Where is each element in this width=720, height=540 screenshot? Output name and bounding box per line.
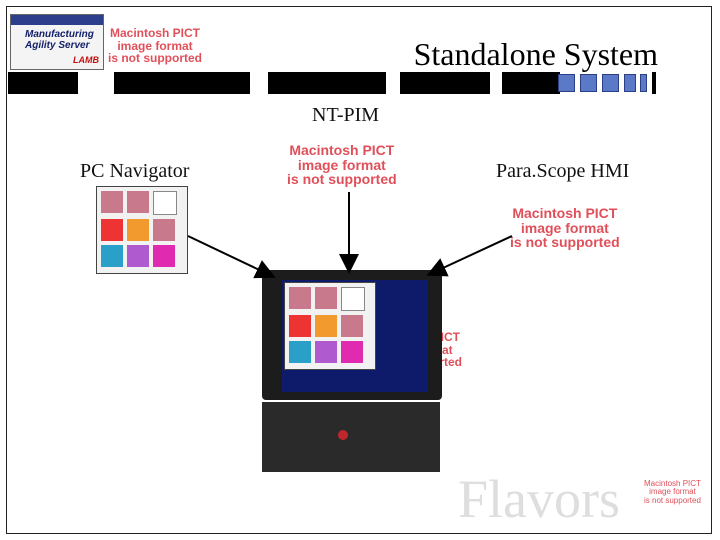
thumb-tile [289,341,311,363]
thumb-tile [341,287,365,311]
thumb-tile [341,315,363,337]
thumb-tile [153,191,177,215]
band-square [580,74,597,92]
thumb-tile [153,219,175,241]
flavors-watermark: Flavors [458,469,620,529]
pict-placeholder-center: Macintosh PICT image format is not suppo… [287,142,397,188]
band-segment [268,72,386,94]
label-pc-navigator: PC Navigator [80,160,190,182]
logo-text: Manufacturing Agility Server [25,29,94,51]
thumb-tile [315,341,337,363]
thumb-tile [127,219,149,241]
label-parascope-hmi: Para.Scope HMI [496,160,630,182]
slide-title: Standalone System [413,36,658,72]
thumb-tile [101,219,123,241]
title-band [8,72,658,94]
logo-line-1: Manufacturing [25,29,94,40]
band-square [624,74,636,92]
band-end [652,72,656,94]
logo-badge: LAMB [73,55,99,65]
pc-navigator-thumbnail [96,186,188,274]
thumb-tile [101,191,123,213]
logo-line-2: Agility Server [25,40,90,51]
pict-placeholder-right: Macintosh PICT image format is not suppo… [510,205,620,251]
slide-frame [6,6,712,534]
band-square [640,74,647,92]
arrow-right [426,235,513,277]
band-segment [502,72,560,94]
band-segment [8,72,78,94]
thumb-tile [153,245,175,267]
thumb-tile [289,287,311,309]
pict-placeholder-footer: Macintosh PICT image format is not suppo… [644,479,701,505]
thumb-tile [101,245,123,267]
label-nt-pim: NT-PIM [312,104,380,126]
band-segment [400,72,490,94]
pict-placeholder-header: Macintosh PICT image format is not suppo… [108,26,202,66]
laptop-screen-window [284,282,376,370]
thumb-tile [127,191,149,213]
band-segment [114,72,250,94]
trackpoint-icon [338,430,348,440]
band-square [558,74,575,92]
band-square [602,74,619,92]
thumb-tile [289,315,311,337]
logo-banner [11,15,103,25]
thumb-tile [315,315,337,337]
laptop-keyboard [262,402,440,472]
arrow-left [187,235,276,279]
thumb-tile [315,287,337,309]
thumb-tile [127,245,149,267]
company-logo: Manufacturing Agility Server LAMB [10,14,104,70]
thumb-tile [341,341,363,363]
